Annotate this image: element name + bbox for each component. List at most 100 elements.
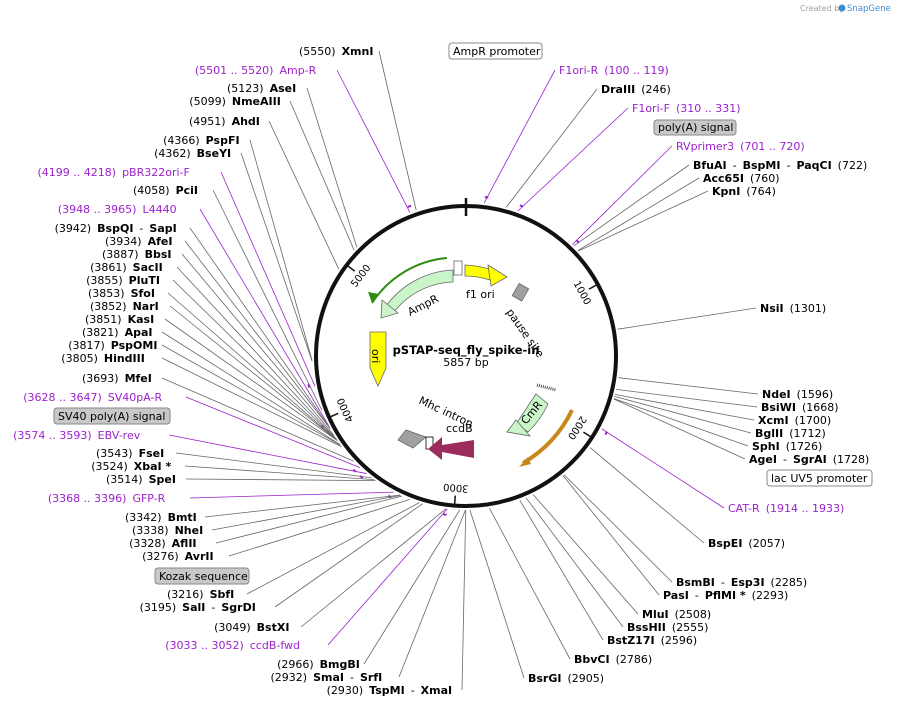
tick-label-3000: 3000 (443, 481, 469, 494)
site-label-nari: (3852) NarI (90, 300, 159, 313)
site-label-pasi: PasI-PflMI *(2293) (663, 589, 788, 602)
site-label-part: ccdB-fwd (250, 639, 300, 652)
tick-4000 (327, 412, 339, 419)
site-label-part: - (786, 159, 790, 172)
site-label-part: (2508) (675, 608, 712, 621)
site-label-part: BbvCI (574, 653, 610, 666)
site-label-ampr-primer: (5501 .. 5520)Amp-R (195, 64, 317, 77)
site-label-part: PspFI (206, 134, 240, 147)
site-label-bspqi: (3942)BspQI-SapI (55, 222, 177, 235)
site-label-part: (3821) (82, 326, 119, 339)
label-leader-lines (161, 50, 759, 691)
site-label-part: MluI (642, 608, 669, 621)
site-label-part: (3276) (142, 550, 179, 563)
leader-xbai (184, 465, 375, 481)
site-label-part: BseYI (197, 147, 231, 160)
site-label-part: (5123) (227, 82, 264, 95)
leader-avrii (228, 499, 411, 557)
leader-bspei (589, 447, 705, 544)
site-label-bsrgi: BsrGI(2905) (528, 672, 604, 685)
site-label-bsiwi: BsiWI(1668) (761, 401, 839, 414)
site-label-part: BbsI (145, 248, 172, 261)
site-label-ccdbfwd: (3033 .. 3052)ccdB-fwd (165, 639, 300, 652)
site-label-part: TspMI (369, 684, 405, 697)
site-label-part: BspQI (97, 222, 133, 235)
site-label-part: PasI (663, 589, 689, 602)
site-label-sali: (3195)SalI-SgrDI (140, 601, 256, 614)
site-label-spei: (3514)SpeI (106, 473, 176, 486)
leader-xcmi (615, 394, 755, 421)
leader-ampr-primer (336, 69, 411, 213)
site-label-part: (3887) (102, 248, 139, 261)
leader-bstxi (300, 508, 447, 628)
watermark-brand: SnapGene (847, 4, 891, 14)
site-label-part: MfeI (125, 372, 152, 385)
snapgene-logo-icon (838, 4, 846, 12)
leader-bsshii (525, 497, 624, 628)
feature-pause-site (511, 282, 530, 302)
site-label-part: (3853) (88, 287, 125, 300)
site-label-part: (5550) (299, 45, 336, 58)
site-label-ndei: NdeI(1596) (762, 388, 833, 401)
leader-nhei (211, 494, 401, 531)
cmr-arrowhead (506, 419, 532, 437)
site-label-part: AhdI (232, 115, 260, 128)
site-label-part: XmaI (421, 684, 452, 697)
site-label-part: - (721, 576, 725, 589)
leader-spei (185, 478, 376, 482)
site-label-ahdi: (4951)AhdI (189, 115, 260, 128)
site-label-part: (2057) (748, 537, 785, 550)
site-label-part: ApaI (125, 326, 153, 339)
site-label-part: AvrII (185, 550, 214, 563)
site-label-part: PaqCI (796, 159, 831, 172)
site-label-bsshii: BssHII(2555) (627, 621, 708, 634)
leader-bsiwi (616, 388, 758, 408)
site-label-mlui: MluI (2508) (642, 608, 711, 621)
leader-bsmbi (563, 474, 673, 583)
site-label-part: (1712) (789, 427, 826, 440)
leader-bbvci (489, 508, 571, 660)
ampr-arrowhead (380, 299, 399, 319)
site-label-part: (3049) (214, 621, 251, 634)
site-label-part: SgrAI (793, 453, 827, 466)
site-label-hindiii: (3805)HindIII (61, 352, 145, 365)
leader-tspmi (461, 509, 467, 691)
site-label-part: pBR322ori-F (122, 166, 190, 179)
leader-pspomi (161, 344, 341, 446)
site-label-part: NsiI (760, 302, 784, 315)
site-label-part: (3543) (96, 447, 133, 460)
primer-mark-catr (604, 431, 608, 436)
leader-f1orif (517, 107, 629, 212)
site-label-part: SV40pA-R (108, 391, 163, 404)
site-label-part: (3934) (105, 235, 142, 248)
site-label-part: SrfI (360, 671, 382, 684)
site-label-part: (3852) (90, 300, 127, 313)
site-label-bstxi: (3049) BstXI (214, 621, 289, 634)
site-label-part: - (733, 159, 737, 172)
tick-5000 (345, 263, 356, 272)
site-label-part: (3861) (90, 261, 127, 274)
leader-mlui (532, 494, 639, 615)
feature-ori (369, 331, 387, 387)
site-label-part: (3942) (55, 222, 92, 235)
site-label-part: KasI (128, 313, 155, 326)
label-f1-ori: f1 ori (466, 288, 495, 301)
leader-apai (161, 331, 341, 445)
plasmid-length: 5857 bp (443, 356, 488, 369)
site-label-part: AflII (172, 537, 197, 550)
site-label-part: NarI (133, 300, 159, 313)
leader-sphi (613, 398, 749, 447)
site-label-part: XcmI (758, 414, 789, 427)
leader-bstz17i (519, 500, 604, 641)
site-label-part: (5501 .. 5520) (195, 64, 274, 77)
site-label-part: (2930) (327, 684, 364, 697)
site-label-bstz17i: BstZ17I(2596) (607, 634, 697, 647)
leader-ccdbfwd (327, 508, 448, 646)
leader-pbr322 (220, 171, 316, 387)
primer-mark-ampr-primer (407, 204, 412, 208)
plasmid-name: pSTAP-seq_fly_spike-in (393, 343, 540, 358)
site-label-part: (1914 .. 1933) (766, 502, 845, 515)
site-label-bmti: (3342)BmtI (125, 511, 197, 524)
site-label-part: BstXI (257, 621, 290, 634)
site-label-part: (760) (750, 172, 780, 185)
